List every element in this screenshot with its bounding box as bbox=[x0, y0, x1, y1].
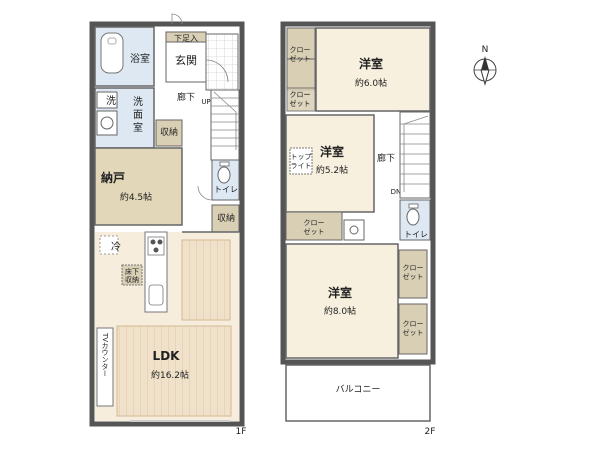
bath-label: 浴室 bbox=[130, 52, 150, 65]
toilet-2f-tank-icon bbox=[408, 203, 419, 209]
balcony-label: バルコニー bbox=[336, 384, 381, 395]
ldk-dining-flooring bbox=[181, 239, 231, 321]
hall-label: 廊下 bbox=[177, 91, 195, 103]
bathtub-icon bbox=[100, 32, 124, 74]
western-room-2-label: 洋室 bbox=[320, 144, 344, 159]
floor-1: 浴室 下足入 玄関 洗 洗 面 室 廊下 UP bbox=[89, 13, 247, 437]
closet-2-label-b-overlay: ゼット bbox=[290, 99, 311, 108]
ldk-label: LDK bbox=[153, 349, 181, 363]
closet-3 bbox=[285, 211, 343, 241]
hall-2f-label: 廊下 bbox=[377, 152, 395, 164]
compass-north-icon: N bbox=[473, 45, 497, 86]
washing-machine-icon bbox=[100, 116, 114, 130]
closet-4 bbox=[398, 249, 428, 299]
toilet-2f-icon bbox=[406, 208, 420, 226]
entrance-label: 玄関 bbox=[175, 53, 197, 67]
closet-3-label-a: クロー bbox=[304, 219, 325, 227]
wash-room-label-3: 室 bbox=[133, 121, 143, 134]
western-room-3-area: 約8.0帖 bbox=[324, 305, 356, 317]
toilet-1f-tank-icon bbox=[219, 161, 230, 167]
toilet-1f-icon bbox=[217, 166, 231, 184]
entrance-door-swing-icon bbox=[171, 13, 183, 25]
balcony bbox=[285, 364, 431, 422]
compass-north-label: N bbox=[482, 45, 489, 55]
fridge-space bbox=[99, 235, 119, 255]
closet-2 bbox=[286, 87, 316, 112]
closet-5-label-a: クロー bbox=[403, 320, 424, 328]
western-room-2-area: 約5.2帖 bbox=[316, 164, 348, 176]
kitchen-sink-icon bbox=[148, 284, 164, 306]
closet-3-label-b: ゼット bbox=[304, 227, 325, 236]
nando-area-label: 約4.5帖 bbox=[120, 191, 152, 203]
closet-1-label-b: ゼット bbox=[290, 54, 311, 63]
toilet-1f-label: トイレ bbox=[214, 185, 238, 194]
floor2-label: 2F bbox=[425, 427, 436, 437]
ldk-living-flooring bbox=[116, 325, 232, 417]
shoe-storage-label: 下足入 bbox=[174, 34, 198, 43]
burner-3-icon bbox=[153, 247, 159, 253]
wash-sink-2f-icon bbox=[349, 225, 359, 235]
wash-basin-label: 洗 bbox=[106, 95, 116, 107]
stairs-up-label: UP bbox=[201, 98, 210, 106]
western-room-1 bbox=[315, 27, 431, 112]
underfloor-storage bbox=[121, 264, 143, 286]
storage-mid-label: 収納 bbox=[217, 212, 235, 224]
toilet-1f-door-icon bbox=[197, 185, 213, 201]
skylight bbox=[289, 147, 313, 175]
western-room-2 bbox=[285, 114, 375, 213]
wash-room-label-2: 面 bbox=[133, 110, 143, 121]
storage-top bbox=[155, 119, 183, 147]
western-room-1-area: 約6.0帖 bbox=[355, 77, 387, 89]
closet-4-label-a: クロー bbox=[403, 264, 424, 272]
floor-2: クロー ゼット クロー ゼット クロー ゼット 洋室 約6.0帖 トップ ライト… bbox=[280, 21, 436, 437]
closet-5-label-b: ゼット bbox=[403, 328, 424, 337]
closet-1-label-a: クロー bbox=[290, 46, 311, 54]
bath-faucet-icon bbox=[107, 37, 117, 45]
skylight-label-a: トップ bbox=[291, 153, 312, 161]
burner-2-icon bbox=[157, 239, 163, 245]
closet-2-label-a-overlay: クロー bbox=[290, 91, 311, 99]
entrance-tile-floor bbox=[205, 33, 239, 91]
stairs-1f bbox=[210, 89, 240, 161]
burner-1-icon bbox=[150, 239, 156, 245]
nando-label: 納戸 bbox=[101, 170, 125, 185]
wash-basin-cabinet bbox=[96, 91, 118, 109]
skylight-label-b: ライト bbox=[291, 162, 312, 170]
toilet-2f-label: トイレ bbox=[404, 230, 428, 239]
underfloor-storage-label-1: 床下 bbox=[125, 267, 139, 276]
floor1-label: 1F bbox=[236, 427, 247, 437]
closet-4-label-b: ゼット bbox=[403, 272, 424, 281]
fridge-label: 冷 bbox=[111, 240, 121, 253]
tv-counter-label: TVカウンター bbox=[101, 332, 109, 377]
stairs-down-label: DN bbox=[391, 188, 402, 196]
ldk-area-label: 約16.2帖 bbox=[151, 369, 189, 381]
wash-room-label-1: 洗 bbox=[133, 96, 143, 108]
closet-5 bbox=[398, 303, 428, 355]
entrance-inner-door-icon bbox=[205, 59, 229, 83]
western-room-1-label: 洋室 bbox=[359, 56, 383, 71]
western-room-3-label: 洋室 bbox=[328, 285, 352, 300]
storage-top-label: 収納 bbox=[160, 126, 178, 138]
stairs-2f bbox=[399, 111, 431, 199]
underfloor-storage-label-2: 収納 bbox=[125, 275, 139, 284]
tv-counter bbox=[96, 327, 114, 407]
western-room-3 bbox=[285, 243, 399, 359]
nando-room bbox=[94, 147, 183, 226]
